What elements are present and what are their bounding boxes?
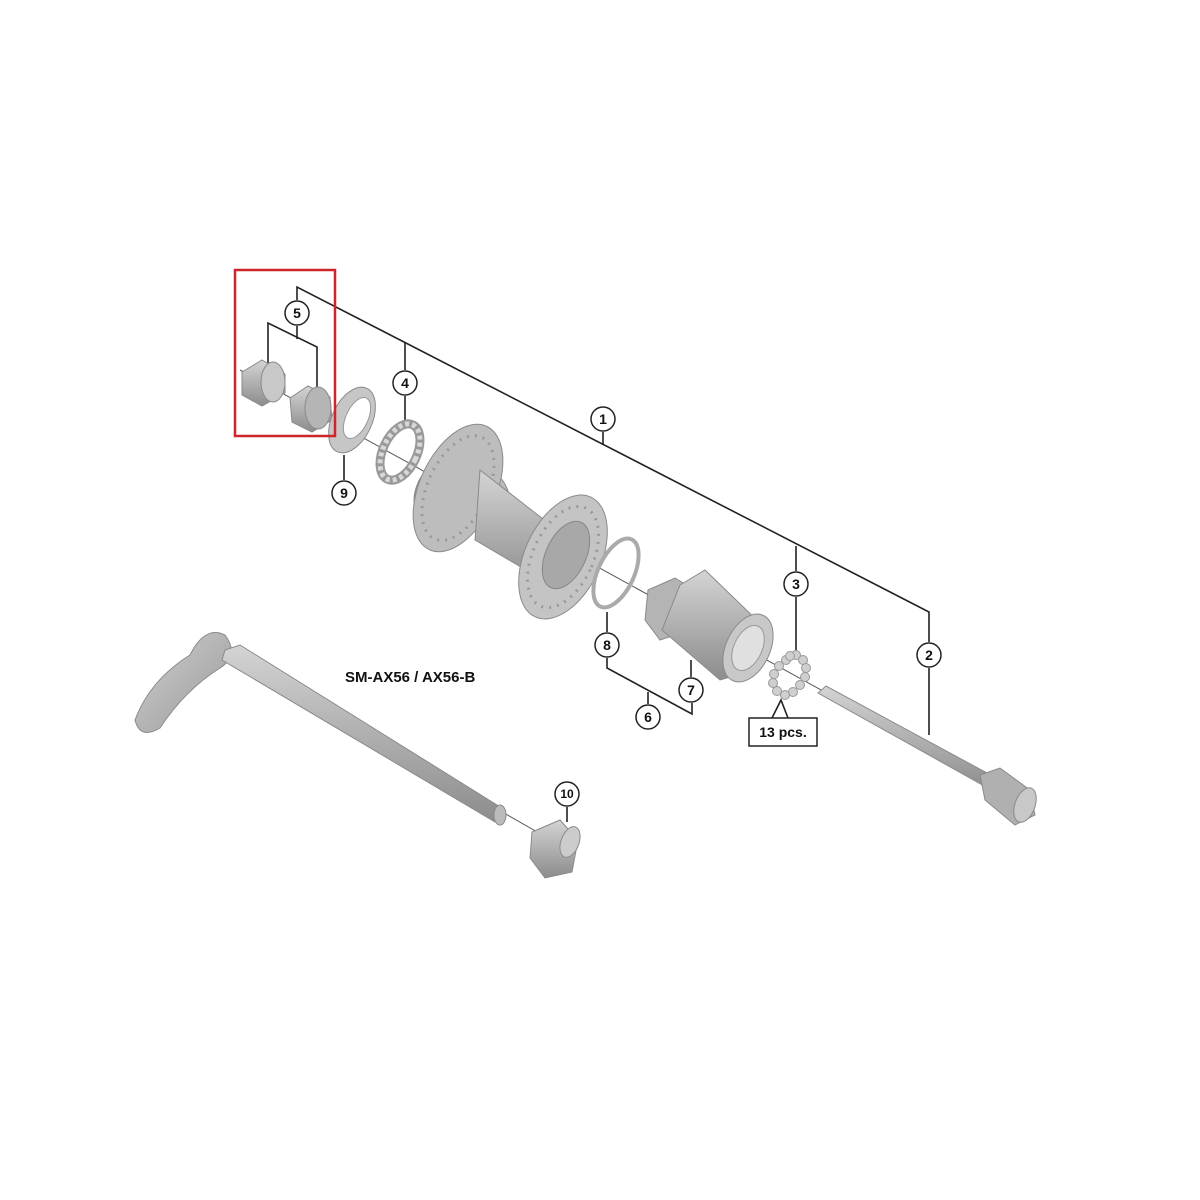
part-5-end-cap-right: [289, 385, 333, 433]
svg-text:2: 2: [925, 647, 933, 663]
callout-5: 5: [284, 300, 310, 326]
part-4-bearing-retainer: [375, 419, 425, 485]
part-8-spacer-ring: [591, 536, 641, 610]
svg-text:7: 7: [687, 682, 695, 698]
svg-text:10: 10: [560, 787, 574, 801]
callout-8: 8: [594, 632, 620, 658]
model-title: SM-AX56 / AX56-B: [345, 669, 475, 686]
part-5-end-cap-left: [241, 359, 286, 407]
callout-3: 3: [783, 571, 809, 597]
callout-2: 2: [916, 642, 942, 668]
svg-text:8: 8: [603, 637, 611, 653]
part-3-bearing-balls: [768, 650, 811, 700]
callout-10: 10: [554, 781, 580, 807]
part-2-hub-axle: [817, 685, 1037, 826]
callout-1: 1: [590, 406, 616, 432]
callout-9: 9: [331, 480, 357, 506]
highlight-box: [233, 268, 337, 438]
quantity-note: 13 pcs.: [748, 717, 818, 747]
svg-text:6: 6: [644, 709, 652, 725]
part-9-seal-ring: [328, 386, 376, 454]
svg-text:5: 5: [293, 305, 301, 321]
part-7-freehub-body: [644, 569, 774, 683]
callout-4: 4: [392, 370, 418, 396]
part-10-axle-nut: [529, 819, 581, 879]
callout-7: 7: [678, 677, 704, 703]
svg-text:1: 1: [599, 411, 607, 427]
thru-axle-skewer: [134, 632, 507, 826]
svg-text:3: 3: [792, 576, 800, 592]
callout-6: 6: [635, 704, 661, 730]
svg-text:9: 9: [340, 485, 348, 501]
svg-text:4: 4: [401, 375, 409, 391]
leader-lines: [267, 285, 930, 822]
part-1-hub-body: [412, 423, 608, 620]
svg-text:13 pcs.: 13 pcs.: [759, 724, 806, 740]
